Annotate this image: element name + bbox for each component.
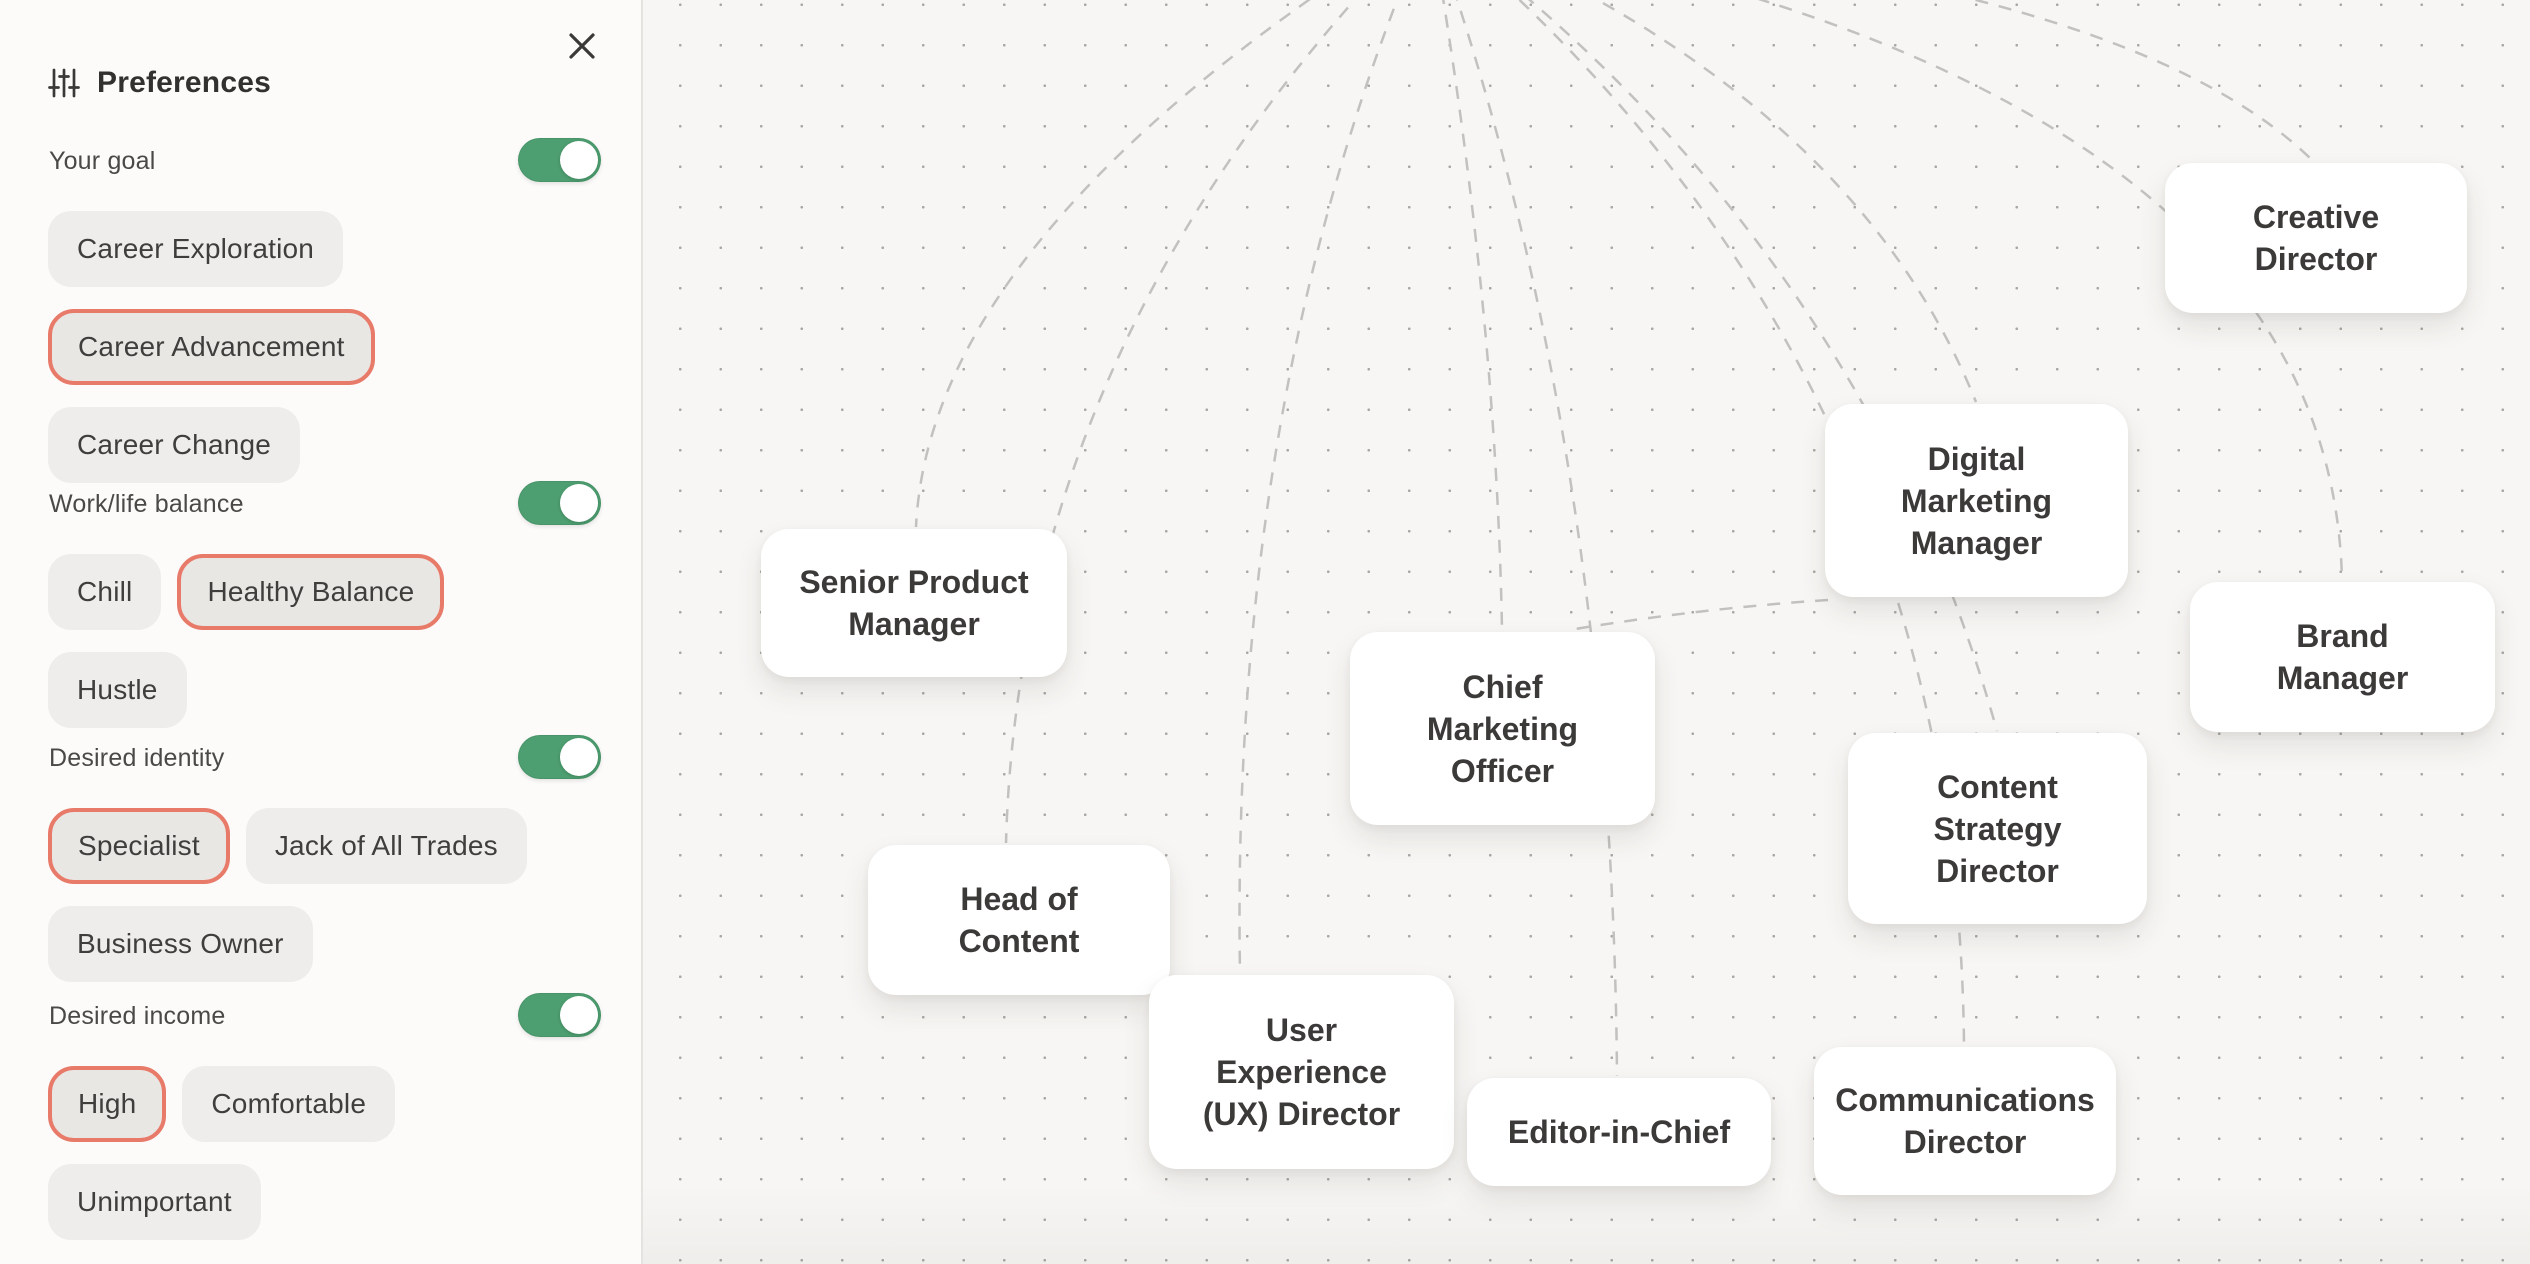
- toggle-knob: [560, 484, 598, 522]
- node-label-line: Experience: [1216, 1054, 1387, 1090]
- option-chip[interactable]: High: [48, 1066, 167, 1142]
- node-label-line: Manager: [1910, 524, 2043, 561]
- option-chip[interactable]: Jack of All Trades: [245, 808, 527, 884]
- node-card-editor-in-chief[interactable]: Editor-in-Chief: [1467, 1078, 1771, 1186]
- toggle-switch[interactable]: [518, 993, 601, 1037]
- node-label-line: Senior Product: [799, 564, 1029, 600]
- node-label-line: Communications: [1835, 1082, 2095, 1118]
- toggle-switch[interactable]: [518, 138, 601, 182]
- chip-row: Hustle: [48, 652, 608, 728]
- preferences-header: Preferences: [48, 66, 271, 100]
- node-label-line: Editor-in-Chief: [1507, 1114, 1731, 1150]
- toggle-switch[interactable]: [518, 481, 601, 525]
- node-label-line: Manager: [2276, 660, 2409, 696]
- panel-title: Preferences: [97, 66, 271, 99]
- node-label-line: Strategy: [1933, 810, 2062, 847]
- sliders-icon: [48, 67, 80, 99]
- section-label: Desired income: [49, 1002, 226, 1030]
- node-card-head-of-content[interactable]: Head of Content: [868, 845, 1170, 995]
- toggle-switch[interactable]: [518, 735, 601, 779]
- node-label-line: Creative: [2252, 199, 2380, 235]
- chip-row: Career Advancement: [48, 309, 608, 385]
- node-label-line: Marketing: [1900, 482, 2053, 519]
- node-label-line: Head of: [960, 881, 1078, 917]
- node-label-line: Marketing: [1426, 710, 1579, 747]
- option-chip[interactable]: Unimportant: [48, 1164, 261, 1240]
- option-chip[interactable]: Career Advancement: [48, 309, 375, 385]
- node-label-line: Manager: [848, 606, 980, 642]
- node-label-line: Content: [1937, 768, 2058, 805]
- node-label-line: User: [1265, 1012, 1338, 1048]
- option-chip[interactable]: Business Owner: [48, 906, 313, 982]
- toggle-knob: [560, 996, 598, 1034]
- section-label: Work/life balance: [49, 490, 244, 518]
- toggle-knob: [560, 738, 598, 776]
- node-label-line: Digital: [1927, 440, 2026, 477]
- chip-row: Business Owner: [48, 906, 608, 982]
- section-label: Desired identity: [49, 744, 225, 772]
- node-label-line: Chief: [1462, 668, 1543, 705]
- toggle-knob: [560, 141, 598, 179]
- section-label: Your goal: [49, 147, 156, 175]
- option-chip[interactable]: Comfortable: [182, 1066, 396, 1142]
- option-chip[interactable]: Chill: [48, 554, 162, 630]
- node-label-line: Director: [1936, 852, 2059, 889]
- close-button[interactable]: [564, 28, 600, 64]
- node-label-line: Content: [958, 923, 1080, 959]
- node-label-line: Director: [2254, 241, 2378, 277]
- node-label-line: Officer: [1450, 752, 1555, 789]
- close-icon: [565, 29, 599, 63]
- node-label-line: (UX) Director: [1202, 1096, 1401, 1132]
- option-chip[interactable]: Career Change: [48, 407, 301, 483]
- preferences-panel: Preferences Your goal Career Exploration…: [0, 0, 641, 1264]
- option-chip[interactable]: Specialist: [48, 808, 230, 884]
- chip-row: Unimportant: [48, 1164, 608, 1240]
- node-label-line: Director: [1903, 1124, 2027, 1160]
- chip-row: Career Exploration: [48, 211, 608, 287]
- option-chip[interactable]: Healthy Balance: [177, 554, 445, 630]
- option-chip[interactable]: Career Exploration: [48, 211, 344, 287]
- node-label-line: Brand: [2296, 618, 2389, 654]
- option-chip[interactable]: Hustle: [48, 652, 187, 728]
- chip-row: Career Change: [48, 407, 608, 483]
